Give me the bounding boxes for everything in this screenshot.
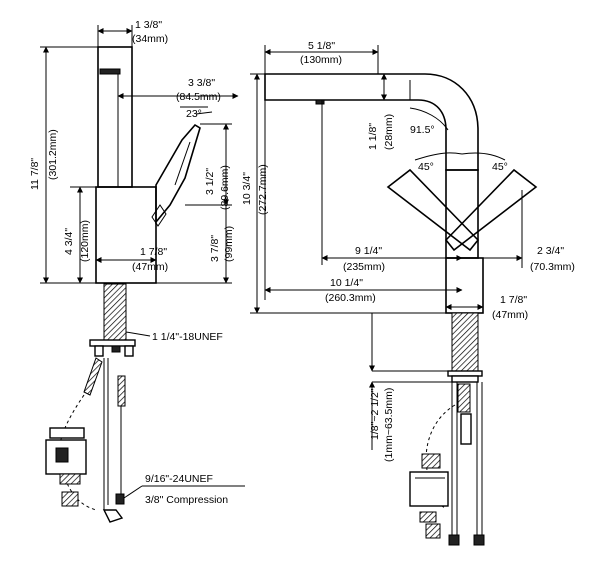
left-base-height-mm: (120mm) [79,220,91,262]
left-base-width-mm: (47mm) [132,261,168,273]
threaded-shank-right [451,312,479,372]
right-spout-reach: 5 1/8" [308,40,335,52]
left-top-width-mm: (34mm) [132,33,168,45]
handle-left-position [386,168,480,252]
right-base-width-mm: (47mm) [492,309,528,321]
spout [264,73,479,171]
left-supply-thread: 9/16"-24UNEF [145,473,213,485]
right-center-reach-mm: (235mm) [343,261,385,273]
left-handle-angle: 23° [186,108,202,120]
right-overall-reach-mm: (260.3mm) [325,292,376,304]
right-center-reach: 9 1/4" [355,245,382,257]
right-overall-reach: 10 1/4" [330,277,363,289]
left-top-width: 1 3/8" [135,19,162,31]
left-thread: 1 1/4"-18UNEF [152,331,223,343]
left-handle-height: 3 1/2" [204,168,216,195]
left-total-height: 11 7/8" [29,158,41,190]
faucet-base [95,186,157,284]
hose-loop [58,394,97,511]
right-spout-angle: 91.5° [410,124,435,136]
threaded-shank [103,283,127,341]
right-handle-side-mm: (70.3mm) [530,261,575,273]
right-handle-angle-left: 45° [418,161,434,173]
right-side-view: 5 1/8" (130mm) 1 1/8" (28mm) 91.5° 10 3/… [241,40,575,546]
faucet-column [97,46,133,188]
left-reach: 3 3/8" [188,77,215,89]
left-handle-height-mm: (89.6mm) [219,165,231,210]
handle-right-position [444,168,538,252]
column-logo-mark [99,68,121,75]
left-base-to-handle-mm: (99mm) [223,226,235,262]
hose-left [83,357,103,396]
faucet-base-right [445,257,484,314]
right-total-height-mm: (272.7mm) [257,164,269,215]
left-base-width: 1 7/8" [140,246,167,258]
left-base-to-handle: 3 7/8" [209,235,221,262]
right-base-width: 1 7/8" [500,294,527,306]
hose-weight-right [409,471,449,507]
left-side-view: 1 3/8" (34mm) 3 3/8" (84.5mm) 23° 11 7/8… [29,19,245,523]
right-handle-angle-right: 45° [492,161,508,173]
right-spout-height: 1 1/8" [367,123,379,150]
compression-fitting [102,509,124,523]
left-compression: 3/8" Compression [145,494,228,506]
right-deck-range: 1/8"~2 1/2" [369,388,381,440]
right-total-height: 10 3/4" [241,172,253,205]
left-reach-mm: (84.5mm) [176,91,221,103]
right-spout-height-mm: (28mm) [383,114,395,150]
left-total-height-mm: (301.2mm) [47,129,59,180]
right-spout-reach-mm: (130mm) [300,54,342,66]
handle [155,123,201,225]
right-handle-side: 2 3/4" [537,245,564,257]
left-base-height: 4 3/4" [63,228,75,255]
right-deck-range-mm: (1mm~63.5mm) [383,388,395,462]
